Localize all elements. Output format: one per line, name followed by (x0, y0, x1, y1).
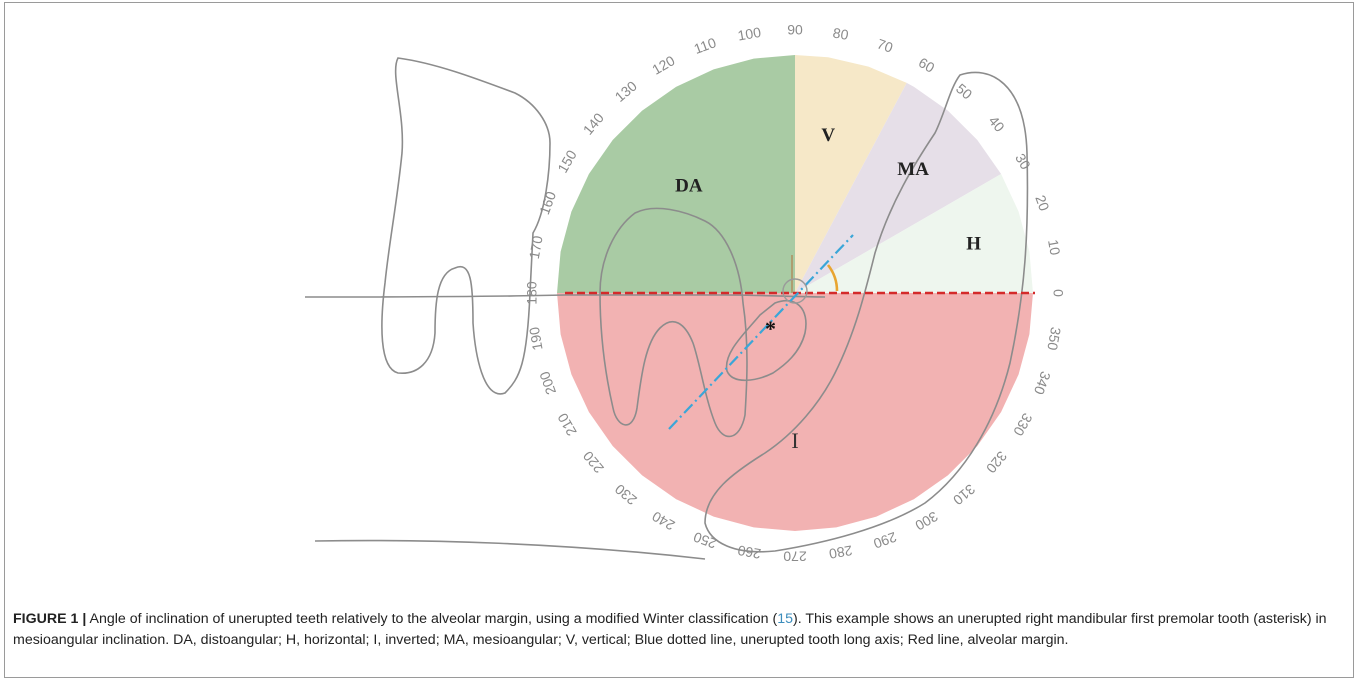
degree-label-330: 330 (1010, 411, 1036, 439)
degree-label-120: 120 (649, 52, 677, 78)
zone-da-fill (557, 55, 795, 293)
degree-label-350: 350 (1044, 326, 1064, 352)
degree-label-260: 260 (736, 542, 762, 562)
degree-label-30: 30 (1012, 151, 1034, 173)
degree-label-160: 160 (536, 189, 559, 217)
degree-label-150: 150 (554, 147, 580, 175)
asterisk-marker: * (765, 316, 776, 341)
caption-reference-link[interactable]: 15 (777, 611, 793, 627)
degree-label-230: 230 (612, 481, 640, 508)
degree-label-280: 280 (828, 542, 854, 562)
caption-text-before-ref: Angle of inclination of unerupted teeth … (86, 611, 777, 627)
degree-label-80: 80 (832, 24, 850, 42)
zone-label-v: V (821, 125, 835, 146)
degree-label-250: 250 (691, 529, 719, 552)
left-tooth-outline (382, 58, 550, 394)
degree-label-10: 10 (1045, 238, 1063, 256)
zone-label-ma: MA (897, 159, 929, 180)
degree-label-210: 210 (554, 410, 580, 438)
degree-label-100: 100 (736, 24, 762, 44)
degree-label-240: 240 (649, 508, 677, 534)
zone-label-i: I (791, 428, 798, 453)
degree-label-60: 60 (916, 54, 938, 76)
caption-lead: FIGURE 1 | (13, 611, 86, 627)
degree-label-320: 320 (983, 448, 1010, 476)
degree-label-340: 340 (1031, 369, 1054, 397)
degree-label-130: 130 (612, 78, 640, 105)
degree-label-70: 70 (875, 35, 895, 55)
degree-label-110: 110 (692, 34, 719, 57)
zone-label-da: DA (675, 175, 703, 196)
degree-label-310: 310 (950, 481, 978, 508)
degree-label-190: 190 (526, 326, 546, 352)
figure-caption: FIGURE 1 | Angle of inclination of uneru… (13, 609, 1351, 651)
degree-label-270: 270 (783, 548, 807, 564)
zone-label-h: H (966, 233, 981, 254)
degree-label-90: 90 (787, 22, 803, 38)
degree-label-0: 0 (1050, 289, 1066, 297)
degree-label-200: 200 (536, 369, 559, 397)
degree-label-140: 140 (580, 110, 607, 138)
degree-label-50: 50 (953, 80, 975, 102)
degree-label-290: 290 (871, 529, 899, 552)
degree-label-40: 40 (986, 113, 1008, 135)
degree-label-220: 220 (580, 448, 607, 476)
degree-label-300: 300 (912, 508, 940, 534)
degree-label-20: 20 (1032, 193, 1052, 213)
mandible-base-line (315, 541, 705, 559)
degree-label-170: 170 (526, 234, 546, 260)
degree-label-180: 180 (524, 281, 540, 305)
